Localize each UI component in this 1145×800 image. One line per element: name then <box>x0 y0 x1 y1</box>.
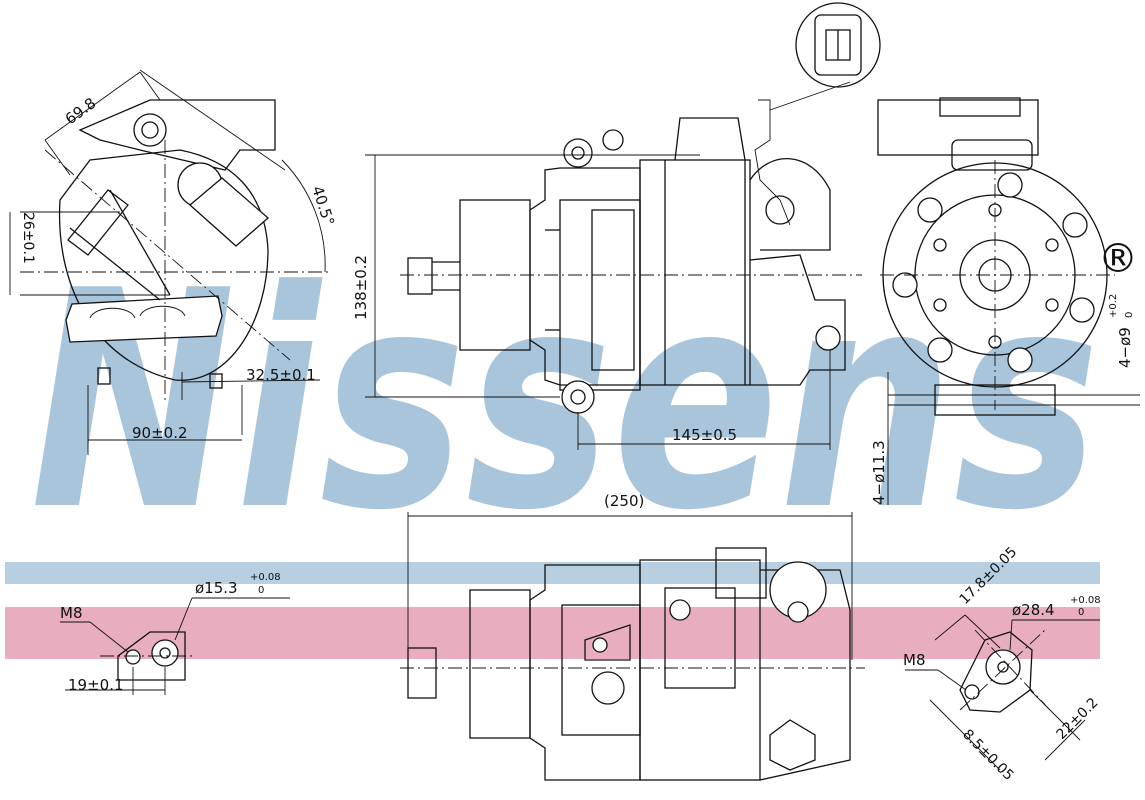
left-m8: M8 <box>60 604 83 622</box>
dim-4-phi11-3: 4−ø11.3 <box>870 440 888 505</box>
right-22: 22±0.2 <box>1054 695 1102 743</box>
right-phi28-4-tol-up: +0.08 <box>1070 595 1101 606</box>
pink-band <box>5 607 1100 659</box>
left-phi15-3-tol-dn: 0 <box>258 585 264 596</box>
dim-4-phi9-tol-dn: 0 <box>1124 312 1135 318</box>
dim-4-phi9: 4−ø9 <box>1116 327 1134 368</box>
side-view <box>365 2 881 450</box>
left-19: 19±0.1 <box>68 676 124 694</box>
registered-mark: ® <box>1098 236 1138 282</box>
dim-4-phi9-tol-up: +0.2 <box>1108 294 1119 318</box>
right-phi28-4: ø28.4 <box>1012 601 1055 619</box>
dim-69-8: 69.8 <box>62 94 100 128</box>
dim-250: (250) <box>604 492 644 510</box>
right-8-5: 8.5±0.05 <box>959 727 1016 784</box>
right-m8: M8 <box>903 651 926 669</box>
front-view <box>9 69 330 455</box>
right-phi28-4-tol-dn: 0 <box>1078 607 1084 618</box>
dim-138: 138±0.2 <box>352 255 370 320</box>
dim-32-5: 32.5±0.1 <box>246 366 316 384</box>
dim-26: 26±0.1 <box>20 212 36 264</box>
left-phi15-3-tol-up: +0.08 <box>250 572 281 583</box>
left-phi15-3: ø15.3 <box>195 579 238 597</box>
dim-90: 90±0.2 <box>132 424 188 442</box>
rear-view <box>877 97 1140 505</box>
blue-band <box>5 562 1100 584</box>
left-port-detail <box>60 597 290 695</box>
right-port-detail <box>905 614 1100 771</box>
top-view <box>400 512 865 781</box>
dim-145: 145±0.5 <box>672 426 737 444</box>
